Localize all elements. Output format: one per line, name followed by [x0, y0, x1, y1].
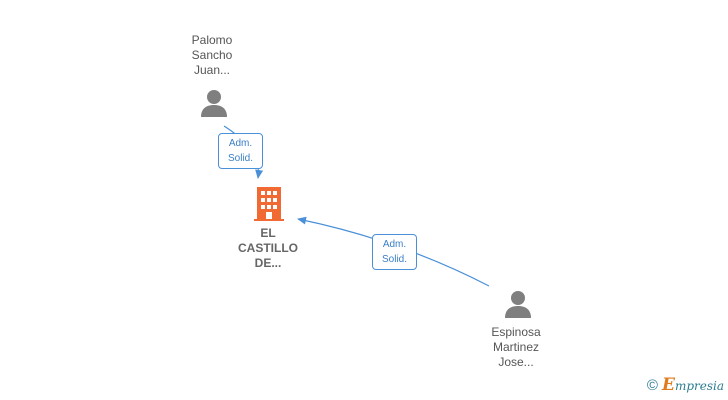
person-label-palomo[interactable]: Palomo Sancho Juan...	[152, 33, 272, 78]
edge-label-line-1: Adm.	[382, 239, 407, 250]
person-name-line-2: Sancho	[191, 48, 233, 62]
copyright-icon: ©	[646, 376, 658, 394]
empresia-watermark: © Empresia	[647, 375, 724, 395]
person-name-line-2: Martinez	[492, 340, 539, 354]
company-name-line-3: DE...	[254, 256, 282, 270]
person-label-espinosa[interactable]: Espinosa Martinez Jose...	[456, 325, 576, 370]
company-label[interactable]: EL CASTILLO DE...	[208, 226, 328, 271]
person-name-line-1: Palomo	[191, 33, 233, 47]
edge-label-line-1: Adm.	[228, 138, 253, 149]
company-name-line-2: CASTILLO	[238, 241, 298, 255]
edge-label-top[interactable]: Adm. Solid.	[218, 133, 263, 169]
edge-label-line-2: Solid.	[227, 153, 253, 164]
person-name-line-3: Jose...	[498, 355, 534, 369]
person-name-line-1: Espinosa	[491, 325, 541, 339]
person-icon[interactable]	[503, 289, 533, 319]
edge-label-bottom[interactable]: Adm. Solid.	[372, 234, 417, 270]
brand-logo: Empresia	[661, 375, 724, 395]
building-icon[interactable]	[254, 187, 284, 221]
person-name-line-3: Juan...	[193, 63, 231, 77]
person-icon[interactable]	[199, 88, 229, 118]
company-name-line-1: EL	[260, 226, 276, 240]
edge-label-line-2: Solid.	[381, 254, 407, 265]
